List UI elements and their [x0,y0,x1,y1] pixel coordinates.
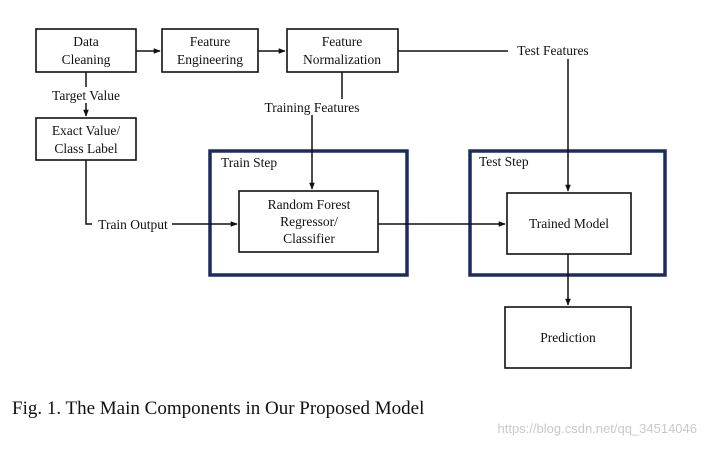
node-exact-value-line1: Exact Value/ [52,123,121,138]
edge-label-training-features: Training Features [264,100,359,115]
node-prediction-line1: Prediction [540,330,596,345]
node-trained-model-line1: Trained Model [529,216,609,231]
train-step-frame [208,149,409,277]
edge-label-target-value: Target Value [52,88,120,103]
node-data-cleaning-line2: Cleaning [62,52,111,67]
node-trained-model: Trained Model [506,192,632,255]
node-exact-value-line2: Class Label [54,141,118,156]
node-feature-engineering-line2: Engineering [177,52,243,67]
node-exact-value: Exact Value/ Class Label [35,117,137,161]
node-data-cleaning: Data Cleaning [35,28,137,73]
node-feature-normalization-line2: Normalization [303,52,381,67]
node-feature-normalization-line1: Feature [322,34,362,49]
test-step-label: Test Step [479,154,529,169]
edge-exact-value-down [85,160,92,225]
edge-label-test-features: Test Features [517,43,588,58]
node-random-forest: Random Forest Regressor/ Classifier [238,190,379,253]
watermark-text: https://blog.csdn.net/qq_34514046 [497,421,698,436]
train-step-label: Train Step [221,155,277,170]
node-feature-normalization: Feature Normalization [286,28,399,73]
figure-caption: Fig. 1. The Main Components in Our Propo… [12,398,425,419]
node-feature-engineering: Feature Engineering [161,28,259,73]
edge-label-train-output: Train Output [98,217,168,232]
node-prediction: Prediction [504,306,632,369]
node-data-cleaning-line1: Data [73,34,98,49]
node-random-forest-line2: Regressor/ [280,214,338,229]
node-random-forest-line3: Classifier [283,231,335,246]
node-random-forest-line1: Random Forest [268,197,351,212]
node-feature-engineering-line1: Feature [190,34,230,49]
